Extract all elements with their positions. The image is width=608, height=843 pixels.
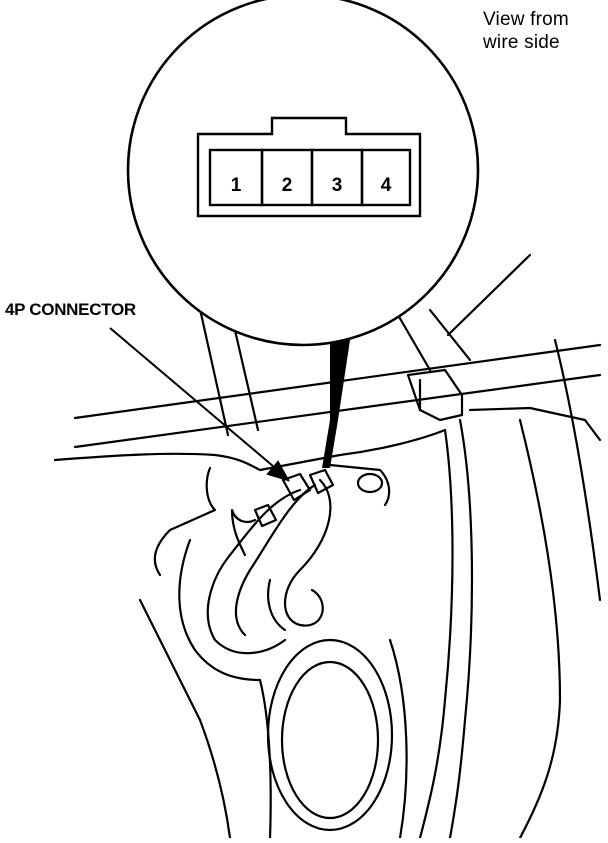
door-edge-right: [418, 428, 454, 840]
speaker-inner: [280, 660, 380, 820]
harness-loop-b: [234, 483, 317, 637]
harness-loop-a: [206, 488, 302, 655]
harness-strand-c: [267, 578, 287, 632]
door-panel-outline: [53, 428, 447, 472]
pointer-line: [109, 327, 281, 473]
speaker-outer: [266, 638, 394, 832]
view-orientation-note: View from wire side: [483, 8, 603, 54]
lower-trim-b: [258, 678, 272, 840]
mirror-mount-bolt: [356, 472, 384, 494]
harness-loop-outer: [284, 478, 332, 627]
door-edge-right-inner: [448, 418, 474, 840]
view-note-line-1: View from: [483, 9, 569, 30]
pillar-left-a: [196, 298, 230, 437]
panel-recess-lower: [178, 538, 262, 682]
pin-3-number: 3: [332, 175, 343, 196]
body-curve-right: [518, 418, 562, 840]
lower-trim: [138, 598, 232, 840]
pin-cell-4: [360, 148, 412, 207]
view-note-line-2: wire side: [483, 32, 560, 53]
connector-a-mate: [308, 468, 335, 495]
pillar-right-b: [428, 308, 472, 362]
lower-trim-c: [388, 638, 408, 840]
panel-arm: [328, 463, 391, 507]
pointer-arrowhead: [266, 460, 291, 482]
pin-1-number: 1: [231, 175, 242, 196]
panel-recess: [153, 466, 217, 577]
pin-2-number: 2: [282, 175, 293, 196]
connector-b-body: [253, 503, 278, 528]
small-wire: [230, 508, 257, 557]
trim-line: [446, 253, 532, 337]
connector-label: 4P CONNECTOR: [5, 300, 136, 319]
magnifier-circle: [126, 0, 480, 347]
connector-housing: [196, 116, 422, 218]
body-line-right: [468, 406, 602, 442]
pin-4-number: 4: [381, 175, 392, 196]
callout-tail: [322, 340, 350, 468]
pillar-right-a: [396, 313, 432, 372]
body-curve-far: [553, 338, 602, 602]
connector-a-body: [281, 472, 312, 502]
